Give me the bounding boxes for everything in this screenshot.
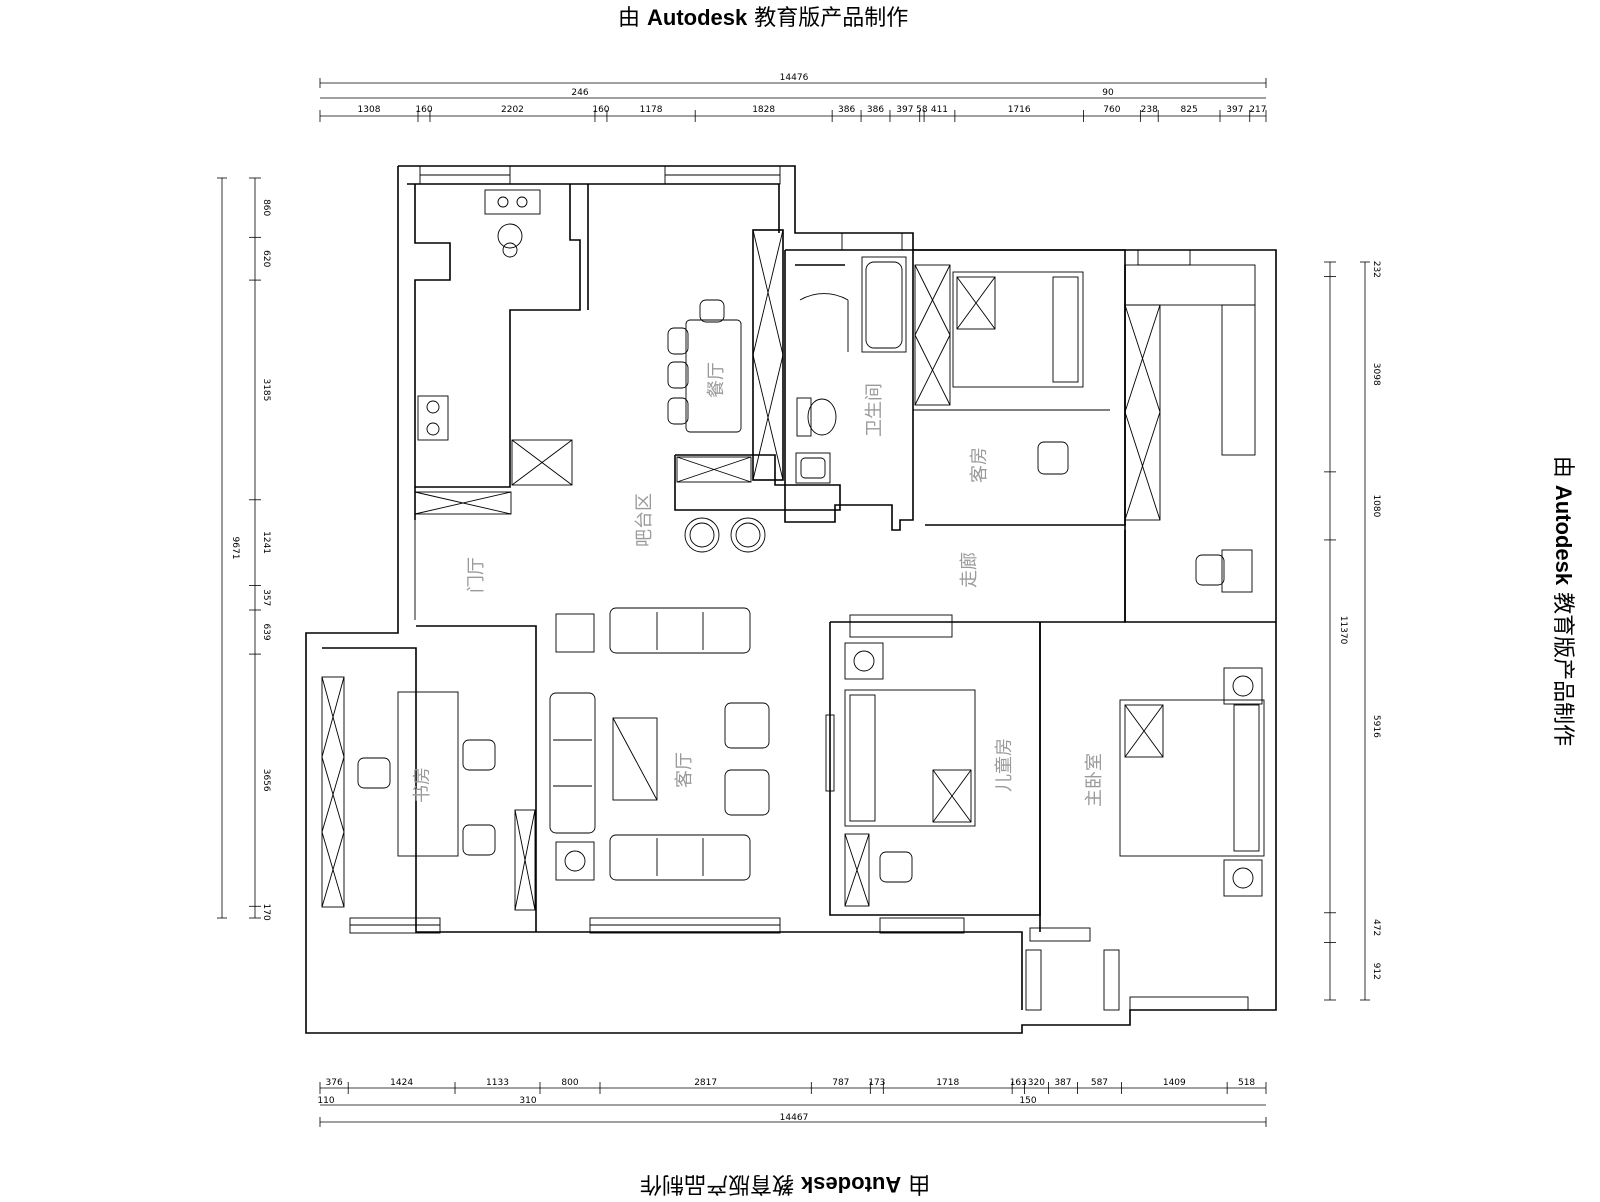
dimension-label: 386 [838, 105, 855, 115]
dimension-label: 1308 [358, 105, 381, 115]
dimension-label: 2817 [694, 1078, 717, 1088]
dimension-label: 397 [896, 105, 913, 115]
dimension-label: 58 [916, 105, 928, 115]
room-label-master-bedroom: 主卧室 [1084, 753, 1105, 807]
outer-walls [305, 165, 1277, 1034]
room-label-corridor: 走廊 [959, 552, 980, 588]
dim-top-upper: 246 [571, 88, 588, 98]
dimension-label: 1178 [640, 105, 663, 115]
room-label-guest-room: 客房 [969, 447, 990, 483]
dimension-label: 160 [415, 105, 432, 115]
room-label-dining: 餐厅 [706, 362, 727, 398]
dimension-label: 639 [261, 623, 271, 640]
dimension-label: 386 [867, 105, 884, 115]
dimension-label: 3185 [261, 378, 271, 401]
dimension-label: 1133 [486, 1078, 509, 1088]
dimension-ticks [217, 78, 1370, 1127]
dimension-label: 397 [1226, 105, 1243, 115]
dimension-label: 411 [931, 105, 948, 115]
room-label-bar: 吧台区 [634, 493, 655, 547]
dimension-label: 217 [1249, 105, 1266, 115]
dim-bottom-lower: 110 [317, 1096, 334, 1106]
room-label-living: 客厅 [674, 752, 695, 788]
dimension-label: 170 [261, 904, 271, 921]
dimension-label: 800 [561, 1078, 578, 1088]
dimension-label: 3098 [1371, 363, 1381, 386]
interior-walls [414, 184, 1276, 932]
dim-bottom-total: 14467 [780, 1113, 809, 1123]
dimension-label: 173 [868, 1078, 885, 1088]
dimension-label: 320 [1028, 1078, 1045, 1088]
dimension-label: 3656 [261, 769, 271, 792]
room-labels: 餐厅 吧台区 卫生间 客房 走廊 门厅 书房 客厅 儿童房 主卧室 [412, 362, 1105, 807]
dimension-label: 238 [1141, 105, 1158, 115]
dimension-label: 860 [261, 199, 271, 216]
room-label-kids-room: 儿童房 [994, 738, 1015, 792]
dim-left-total: 9671 [230, 537, 240, 560]
dim-bottom-lower: 150 [1019, 1096, 1036, 1106]
dimension-label: 1080 [1371, 494, 1381, 517]
dimension-label: 2202 [501, 105, 524, 115]
dimension-label: 163 [1010, 1078, 1027, 1088]
dimension-label: 825 [1181, 105, 1198, 115]
dim-right-total: 11370 [1338, 616, 1348, 645]
dimension-label: 620 [261, 250, 271, 267]
dimension-label: 587 [1091, 1078, 1108, 1088]
dimension-lines [221, 82, 1366, 1123]
room-label-foyer: 门厅 [466, 557, 487, 593]
dimension-label: 160 [592, 105, 609, 115]
dimension-label: 1828 [752, 105, 775, 115]
furniture [321, 189, 1265, 911]
dimension-label: 518 [1238, 1078, 1255, 1088]
dimension-label: 5916 [1371, 715, 1381, 738]
dimension-label: 1241 [261, 531, 271, 554]
room-label-study: 书房 [412, 767, 433, 803]
dim-top-upper: 90 [1102, 88, 1114, 98]
dimension-label: 760 [1103, 105, 1120, 115]
watermark-top: 由 Autodesk 教育版产品制作 [618, 5, 909, 31]
dimension-label: 1424 [390, 1078, 413, 1088]
dimension-label: 912 [1371, 963, 1381, 980]
dimension-label: 1409 [1163, 1078, 1186, 1088]
dimension-label: 376 [326, 1078, 343, 1088]
dimension-label: 1718 [936, 1078, 959, 1088]
dimension-label: 232 [1371, 261, 1381, 278]
dim-bottom-lower: 310 [519, 1096, 536, 1106]
dimension-label: 472 [1371, 919, 1381, 936]
room-label-bathroom: 卫生间 [864, 383, 885, 437]
dimension-label: 357 [261, 589, 271, 606]
dimension-labels: 14476 246 90 1308 160 2202 160 1178 1828 386 38… [230, 73, 1381, 1123]
dimension-label: 387 [1054, 1078, 1071, 1088]
dimension-label: 787 [832, 1078, 849, 1088]
dim-top-total: 14476 [780, 73, 809, 83]
dimension-label: 1716 [1008, 105, 1031, 115]
